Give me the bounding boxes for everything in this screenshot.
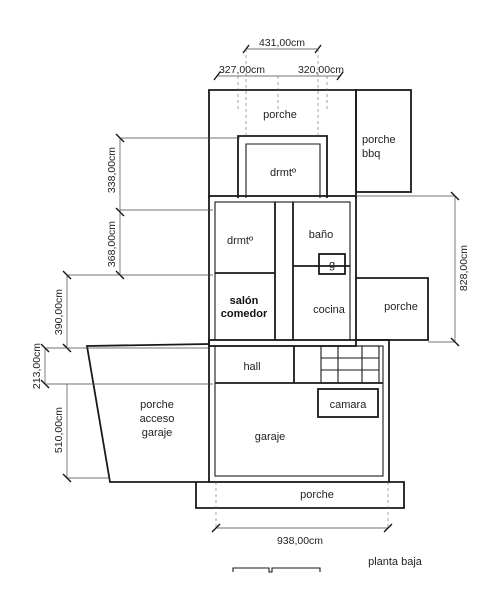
dimension-lines (40, 44, 460, 533)
room-g: g (329, 259, 335, 271)
room-porche-bbq-line2: bbq (362, 148, 380, 160)
dim-left-3: 390,00cm (53, 289, 65, 335)
room-garaje: garaje (255, 431, 286, 443)
room-bano: baño (309, 229, 333, 241)
dim-left-2: 368,00cm (106, 221, 118, 267)
dim-top-total: 431,00cm (259, 37, 305, 49)
dim-top-right: 320,00cm (298, 64, 344, 76)
room-comedor: comedor (221, 308, 268, 320)
room-cocina: cocina (313, 304, 346, 316)
room-dormitorio-2: drmtº (227, 235, 253, 247)
room-porche-bottom: porche (300, 489, 334, 501)
room-porche-bbq-line1: porche (362, 134, 396, 146)
dim-left-1: 338,00cm (106, 147, 118, 193)
dim-top-left: 327,00cm (219, 64, 265, 76)
dim-bottom-total: 938,00cm (277, 535, 323, 547)
room-dormitorio-1: drmtº (270, 167, 296, 179)
room-salon: salón (230, 295, 259, 307)
room-porche-acceso-line2: acceso (140, 413, 175, 425)
room-hall: hall (243, 361, 260, 373)
room-camara: camara (330, 399, 368, 411)
room-porche-acceso-line3: garaje (142, 427, 173, 439)
room-porche-top: porche (263, 109, 297, 121)
room-porche-right: porche (384, 301, 418, 313)
dim-left-4: 213,00cm (31, 343, 43, 389)
scale-bar (232, 567, 321, 573)
dim-left-5: 510,00cm (53, 407, 65, 453)
walls (85, 89, 429, 509)
room-porche-acceso-line1: porche (140, 399, 174, 411)
plan-caption: planta baja (368, 556, 423, 568)
dim-right-total: 828,00cm (458, 245, 470, 291)
